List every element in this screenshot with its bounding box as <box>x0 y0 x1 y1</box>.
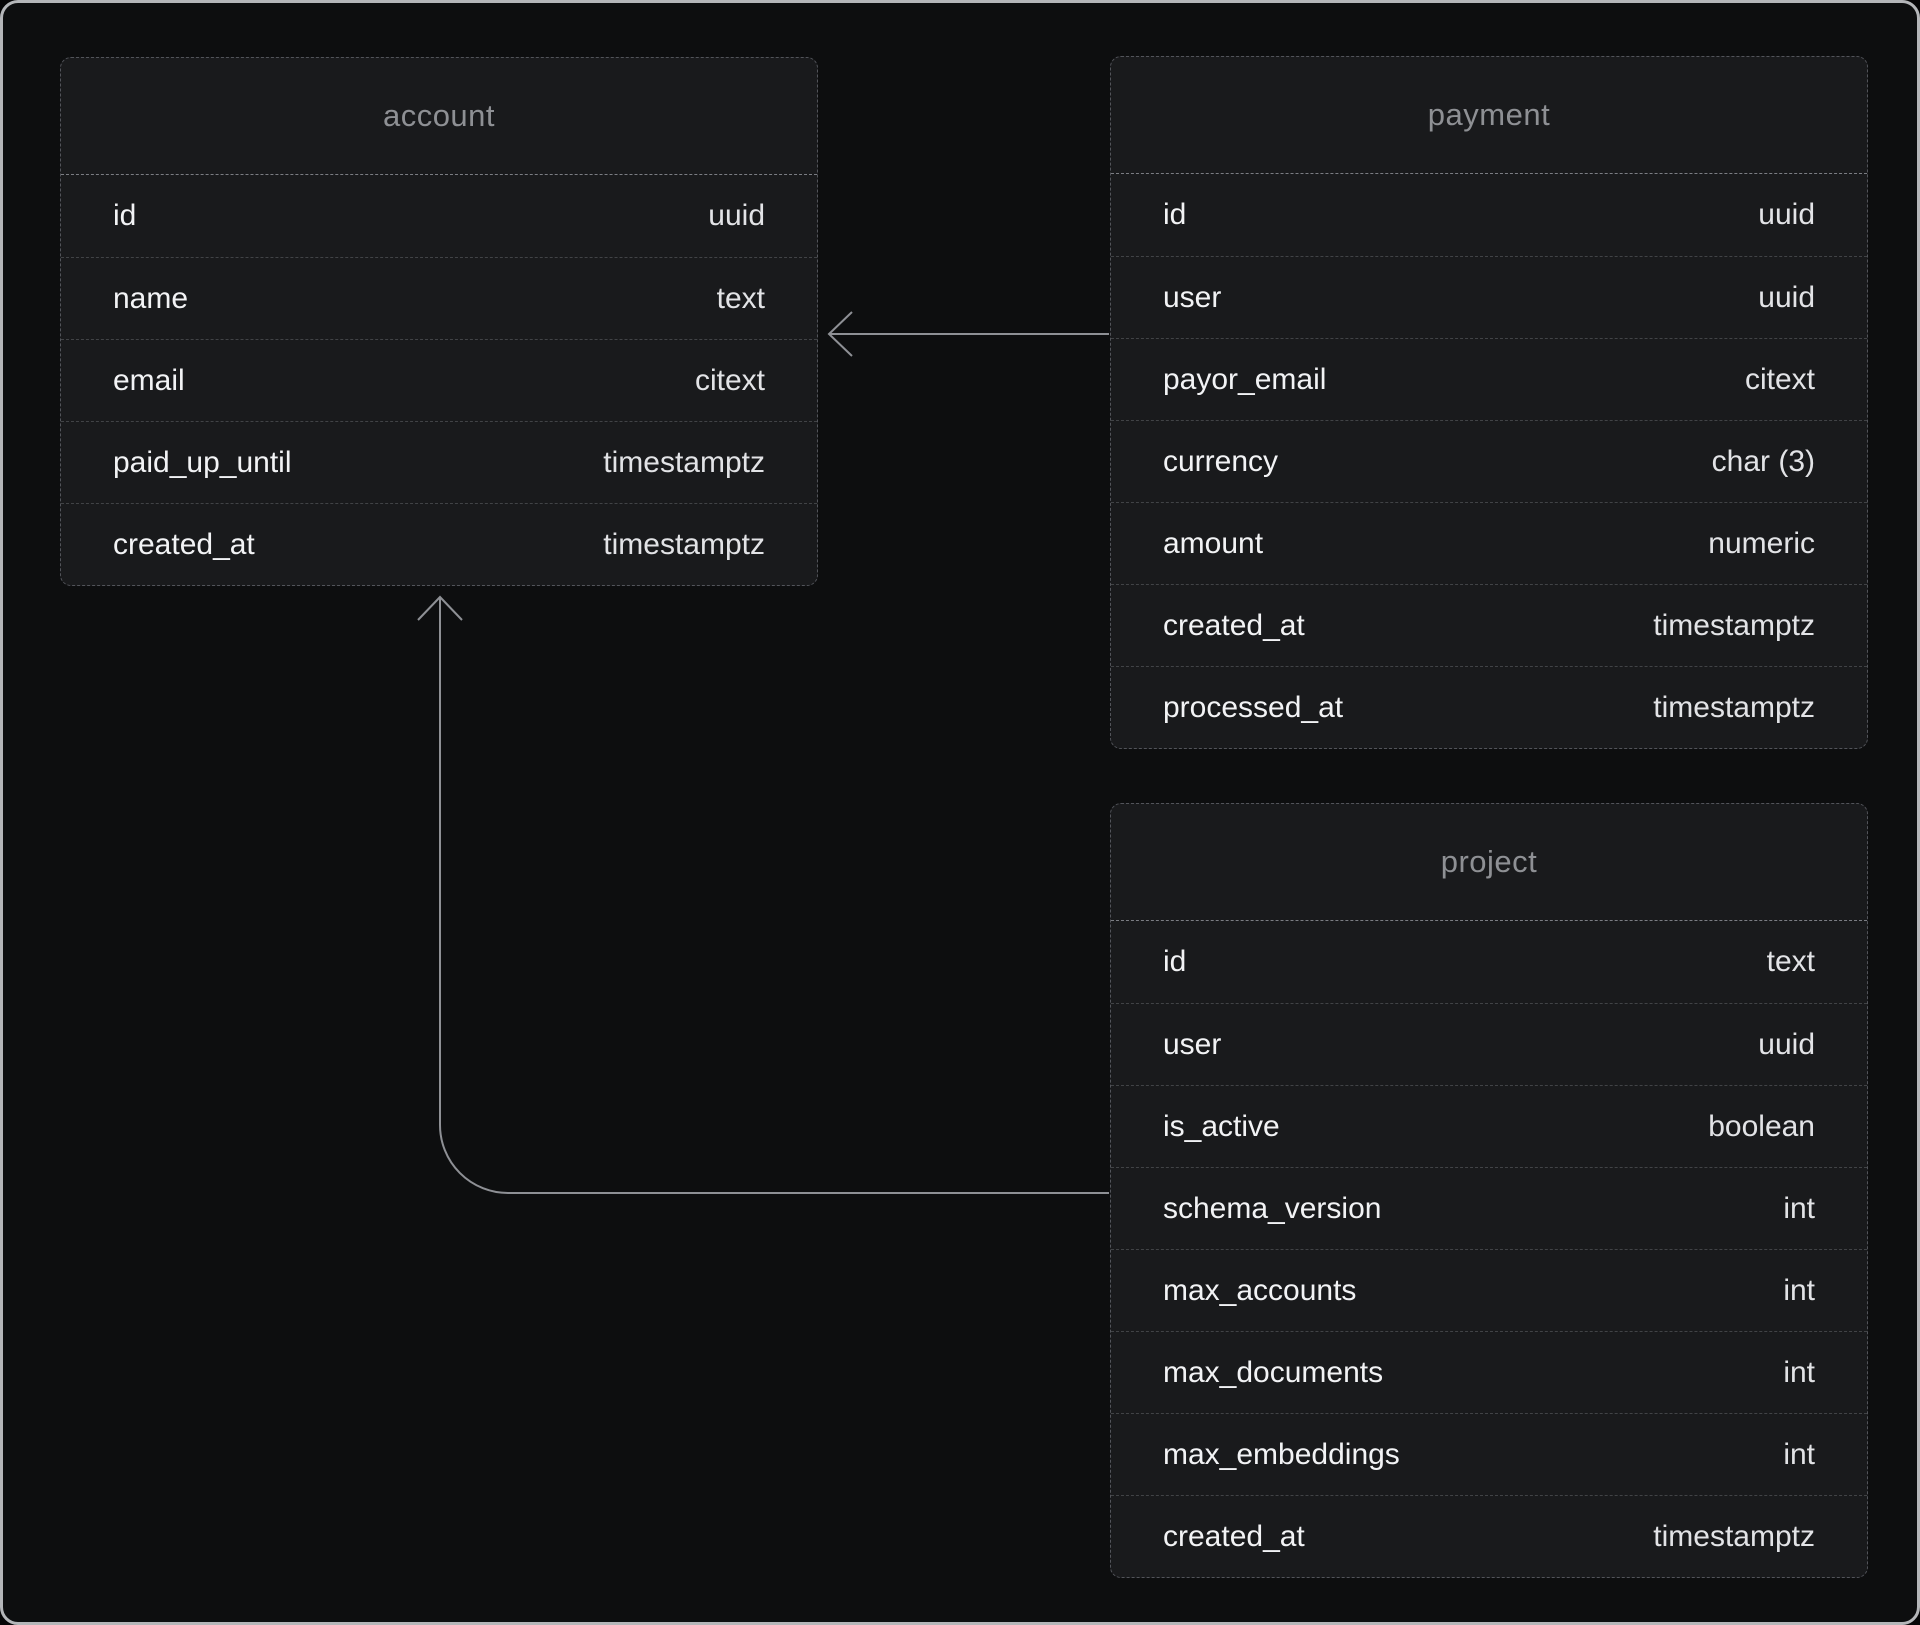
column-name: id <box>1163 198 1187 231</box>
column-name: user <box>1163 1027 1222 1061</box>
column-type: int <box>1783 1273 1815 1307</box>
table-row[interactable]: payor_email citext <box>1111 338 1867 420</box>
table-row[interactable]: currency char (3) <box>1111 420 1867 502</box>
column-name: schema_version <box>1163 1191 1382 1225</box>
table-rows: id text user uuid is_active boolean schema_ver… <box>1111 921 1867 1577</box>
column-name: created_at <box>113 527 255 561</box>
column-type: char (3) <box>1711 444 1815 478</box>
column-type: uuid <box>1758 1027 1815 1061</box>
column-name: processed_at <box>1163 690 1344 724</box>
table-row[interactable]: id uuid <box>61 175 817 257</box>
column-name: max_embeddings <box>1163 1437 1400 1471</box>
column-type: timestamptz <box>603 527 765 561</box>
edge-payment-account <box>827 311 1109 357</box>
table-row[interactable]: created_at timestamptz <box>1111 584 1867 666</box>
column-type: timestamptz <box>1653 1519 1815 1553</box>
table-row[interactable]: processed_at timestamptz <box>1111 666 1867 748</box>
column-type: uuid <box>1758 198 1815 231</box>
table-row[interactable]: name text <box>61 257 817 339</box>
column-type: text <box>1766 945 1815 978</box>
column-name: name <box>113 281 189 315</box>
edge-project-account <box>417 595 1109 1194</box>
column-name: created_at <box>1163 608 1305 642</box>
table-account[interactable]: account id uuid name text email citext paid_up… <box>60 57 818 586</box>
column-type: uuid <box>708 199 765 232</box>
table-header[interactable]: project <box>1111 804 1867 921</box>
arrowhead-up-icon <box>417 595 463 621</box>
column-type: timestamptz <box>1653 690 1815 724</box>
table-row[interactable]: email citext <box>61 339 817 421</box>
table-title: project <box>1440 844 1538 879</box>
table-row[interactable]: created_at timestamptz <box>61 503 817 585</box>
table-payment[interactable]: payment id uuid user uuid payor_email citext c… <box>1110 56 1868 749</box>
column-name: paid_up_until <box>113 445 292 479</box>
table-title: payment <box>1427 97 1551 132</box>
column-type: int <box>1783 1355 1815 1389</box>
column-type: int <box>1783 1437 1815 1471</box>
table-row[interactable]: max_accounts int <box>1111 1249 1867 1331</box>
table-row[interactable]: paid_up_until timestamptz <box>61 421 817 503</box>
column-type: numeric <box>1708 526 1815 560</box>
table-row[interactable]: id text <box>1111 921 1867 1003</box>
column-type: boolean <box>1708 1109 1815 1143</box>
table-row[interactable]: id uuid <box>1111 174 1867 256</box>
column-name: is_active <box>1163 1109 1280 1143</box>
column-name: max_accounts <box>1163 1273 1357 1307</box>
column-name: email <box>113 363 185 397</box>
table-row[interactable]: max_embeddings int <box>1111 1413 1867 1495</box>
column-type: text <box>716 281 765 315</box>
table-project[interactable]: project id text user uuid is_active boolean sc… <box>1110 803 1868 1578</box>
table-row[interactable]: user uuid <box>1111 256 1867 338</box>
table-header[interactable]: account <box>61 58 817 175</box>
table-row[interactable]: schema_version int <box>1111 1167 1867 1249</box>
column-type: uuid <box>1758 280 1815 314</box>
column-type: citext <box>1744 362 1815 396</box>
column-name: amount <box>1163 526 1264 560</box>
table-row[interactable]: amount numeric <box>1111 502 1867 584</box>
arrowhead-left-icon <box>827 311 853 357</box>
column-name: max_documents <box>1163 1355 1384 1389</box>
table-header[interactable]: payment <box>1111 57 1867 174</box>
column-name: user <box>1163 280 1222 314</box>
column-type: int <box>1783 1191 1815 1225</box>
column-type: timestamptz <box>603 445 765 479</box>
column-name: id <box>113 199 137 232</box>
column-name: currency <box>1163 444 1279 478</box>
table-row[interactable]: max_documents int <box>1111 1331 1867 1413</box>
table-title: account <box>382 98 496 133</box>
column-name: id <box>1163 945 1187 978</box>
table-row[interactable]: created_at timestamptz <box>1111 1495 1867 1577</box>
column-type: citext <box>694 363 765 397</box>
column-name: created_at <box>1163 1519 1305 1553</box>
column-type: timestamptz <box>1653 608 1815 642</box>
table-row[interactable]: user uuid <box>1111 1003 1867 1085</box>
table-row[interactable]: is_active boolean <box>1111 1085 1867 1167</box>
column-name: payor_email <box>1163 362 1327 396</box>
